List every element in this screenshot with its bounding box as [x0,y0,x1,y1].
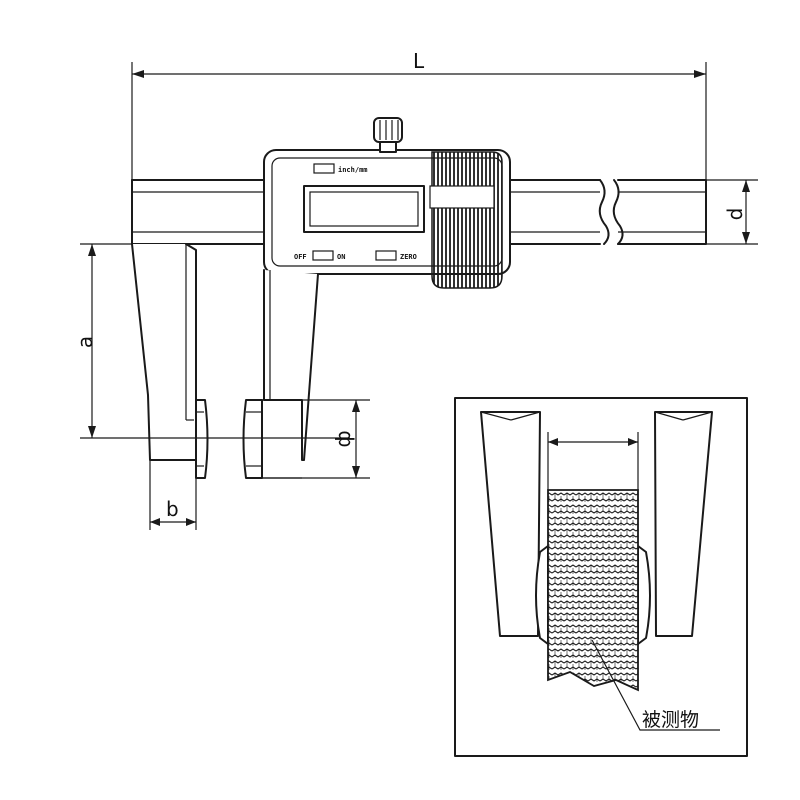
sliding-jaw-tip [242,399,302,479]
caliper-main-view: inch/mm OFF ON ZERO [131,117,707,479]
thumb-grip [431,151,503,289]
units-button-label: inch/mm [338,166,368,174]
inset-left-jaw [480,411,541,637]
inset-right-jaw [654,411,713,637]
measured-object [547,489,639,692]
on-off-button[interactable] [312,250,334,261]
inset-detail: 被测物 [454,397,748,757]
dimension-L-label: L [413,49,425,73]
fixed-jaw [131,243,197,461]
callout: 被测物 [591,639,720,731]
dimension-b: b [149,460,197,530]
fixed-jaw-tip [195,399,209,479]
dimension-phi: ф [262,399,370,479]
dimension-a-label: a [73,336,97,348]
lock-screw[interactable] [373,117,403,153]
inset-right-tip [637,545,651,645]
slider-body: inch/mm OFF ON ZERO [263,149,511,289]
callout-label: 被测物 [642,709,699,731]
on-label: ON [337,253,345,261]
dimension-d-label: d [723,208,747,221]
lcd-display [303,185,425,233]
inset-left-tip [535,545,549,645]
zero-button[interactable] [375,250,397,261]
dimension-b-label: b [166,497,179,521]
sliding-jaw [263,269,319,461]
units-button[interactable] [313,163,335,174]
off-label: OFF [294,253,307,261]
dimension-L: L [131,49,707,180]
zero-label: ZERO [400,253,417,261]
dimension-d: d [706,179,758,245]
dimension-a: a [73,243,350,439]
inset-gap-dimension [547,432,639,490]
dimension-phi-label: ф [331,430,355,447]
caliper-beam [131,179,707,245]
dimension-lines: L d a b [73,49,758,530]
